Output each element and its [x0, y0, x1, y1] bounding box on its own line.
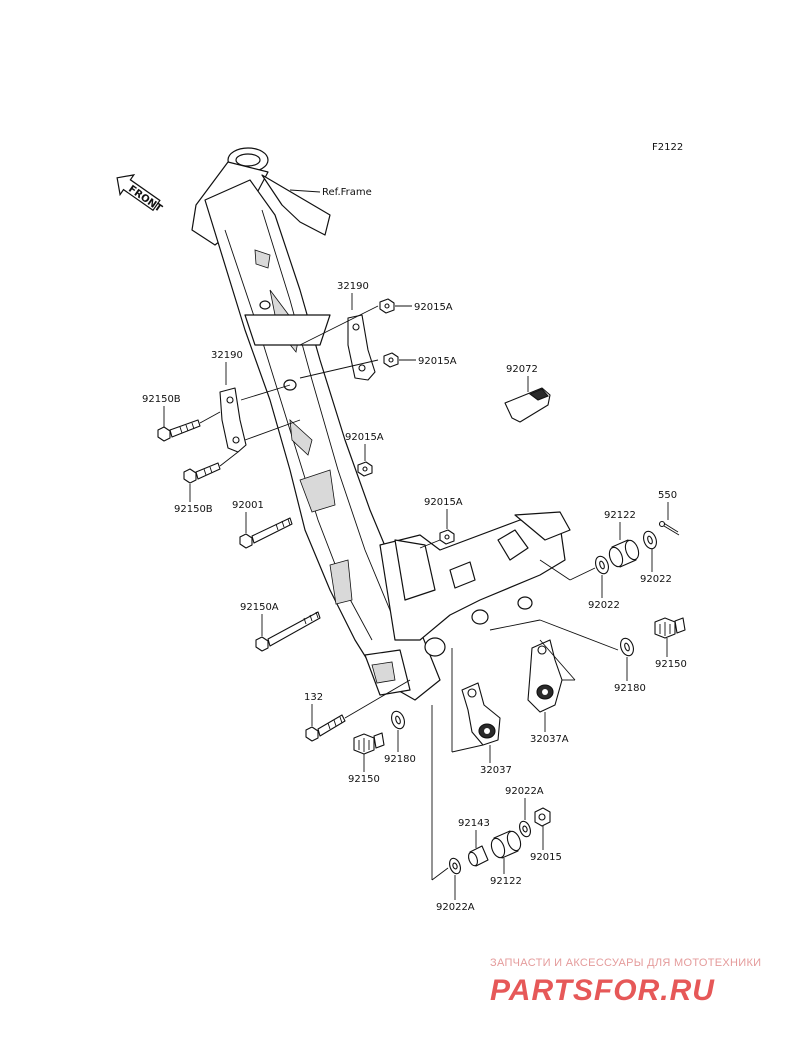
engine-mount-32037	[461, 682, 501, 746]
bolt-92150-left	[353, 732, 385, 755]
label-92015A-2: 92015A	[418, 356, 457, 367]
nut-92015-bottom	[534, 807, 551, 827]
label-32037: 32037	[480, 765, 512, 776]
collar-92122-bottom	[490, 830, 522, 859]
engine-bracket-32190-upper	[347, 314, 376, 381]
label-92180-left: 92180	[384, 754, 416, 765]
bolt-92150A	[255, 611, 321, 652]
label-92150B-2: 92150B	[174, 504, 213, 515]
washer-92022A-top	[519, 820, 531, 838]
nut-92015A-2	[383, 352, 399, 368]
label-32037A: 32037A	[530, 734, 569, 745]
label-92022-mid: 92022	[588, 600, 620, 611]
label-92022A-bottom: 92022A	[436, 902, 475, 913]
label-92001: 92001	[232, 500, 264, 511]
label-92022A-top: 92022A	[505, 786, 544, 797]
motorcycle-frame	[191, 147, 571, 701]
engine-bracket-32190-left	[219, 387, 247, 453]
label-92150-right: 92150	[655, 659, 687, 670]
ref-frame-label: Ref.Frame	[322, 187, 372, 198]
bolt-92150B-2	[183, 462, 221, 484]
label-92150B-1: 92150B	[142, 394, 181, 405]
cotter-pin-550	[658, 520, 680, 536]
bolt-132	[305, 714, 346, 742]
watermark-logo: ЗАПЧАСТИ И АКСЕССУАРЫ ДЛЯ МОТОТЕХНИКИ PA…	[490, 957, 761, 1007]
bolt-92150-right	[654, 617, 686, 639]
front-arrow-icon: FRONT	[116, 174, 164, 215]
nut-92015A-3	[357, 461, 373, 477]
label-92022-right: 92022	[640, 574, 672, 585]
label-32190-left: 32190	[211, 350, 243, 361]
label-550: 550	[658, 490, 677, 501]
label-92072: 92072	[506, 364, 538, 375]
washer-92022-right	[643, 530, 657, 550]
washer-92180-left	[391, 710, 405, 730]
clip-92072	[504, 387, 551, 423]
label-92122-bottom: 92122	[490, 876, 522, 887]
label-92015A-1: 92015A	[414, 302, 453, 313]
figure-code: F2122	[652, 142, 683, 153]
watermark-brand: PARTSFOR.RU	[490, 974, 715, 1007]
label-92150-left: 92150	[348, 774, 380, 785]
label-92015A-3: 92015A	[345, 432, 384, 443]
bolt-92001	[239, 517, 293, 549]
watermark-tagline: ЗАПЧАСТИ И АКСЕССУАРЫ ДЛЯ МОТОТЕХНИКИ	[490, 957, 761, 969]
label-92015A-4: 92015A	[424, 497, 463, 508]
label-92015-bottom: 92015	[530, 852, 562, 863]
engine-mount-32037A	[527, 639, 563, 713]
label-92143: 92143	[458, 818, 490, 829]
collar-92122-right	[608, 539, 640, 568]
label-132: 132	[304, 692, 323, 703]
label-32190-upper: 32190	[337, 281, 369, 292]
washer-92180-right	[620, 637, 634, 657]
label-92150A: 92150A	[240, 602, 279, 613]
washer-92022A-bottom	[449, 857, 461, 875]
bolt-92150B-1	[157, 419, 201, 442]
label-92122-right: 92122	[604, 510, 636, 521]
nut-92015A-1	[379, 298, 395, 314]
washer-92022-mid	[595, 555, 609, 575]
collar-92143	[467, 845, 489, 867]
nut-92015A-4	[439, 529, 455, 545]
label-92180-right: 92180	[614, 683, 646, 694]
